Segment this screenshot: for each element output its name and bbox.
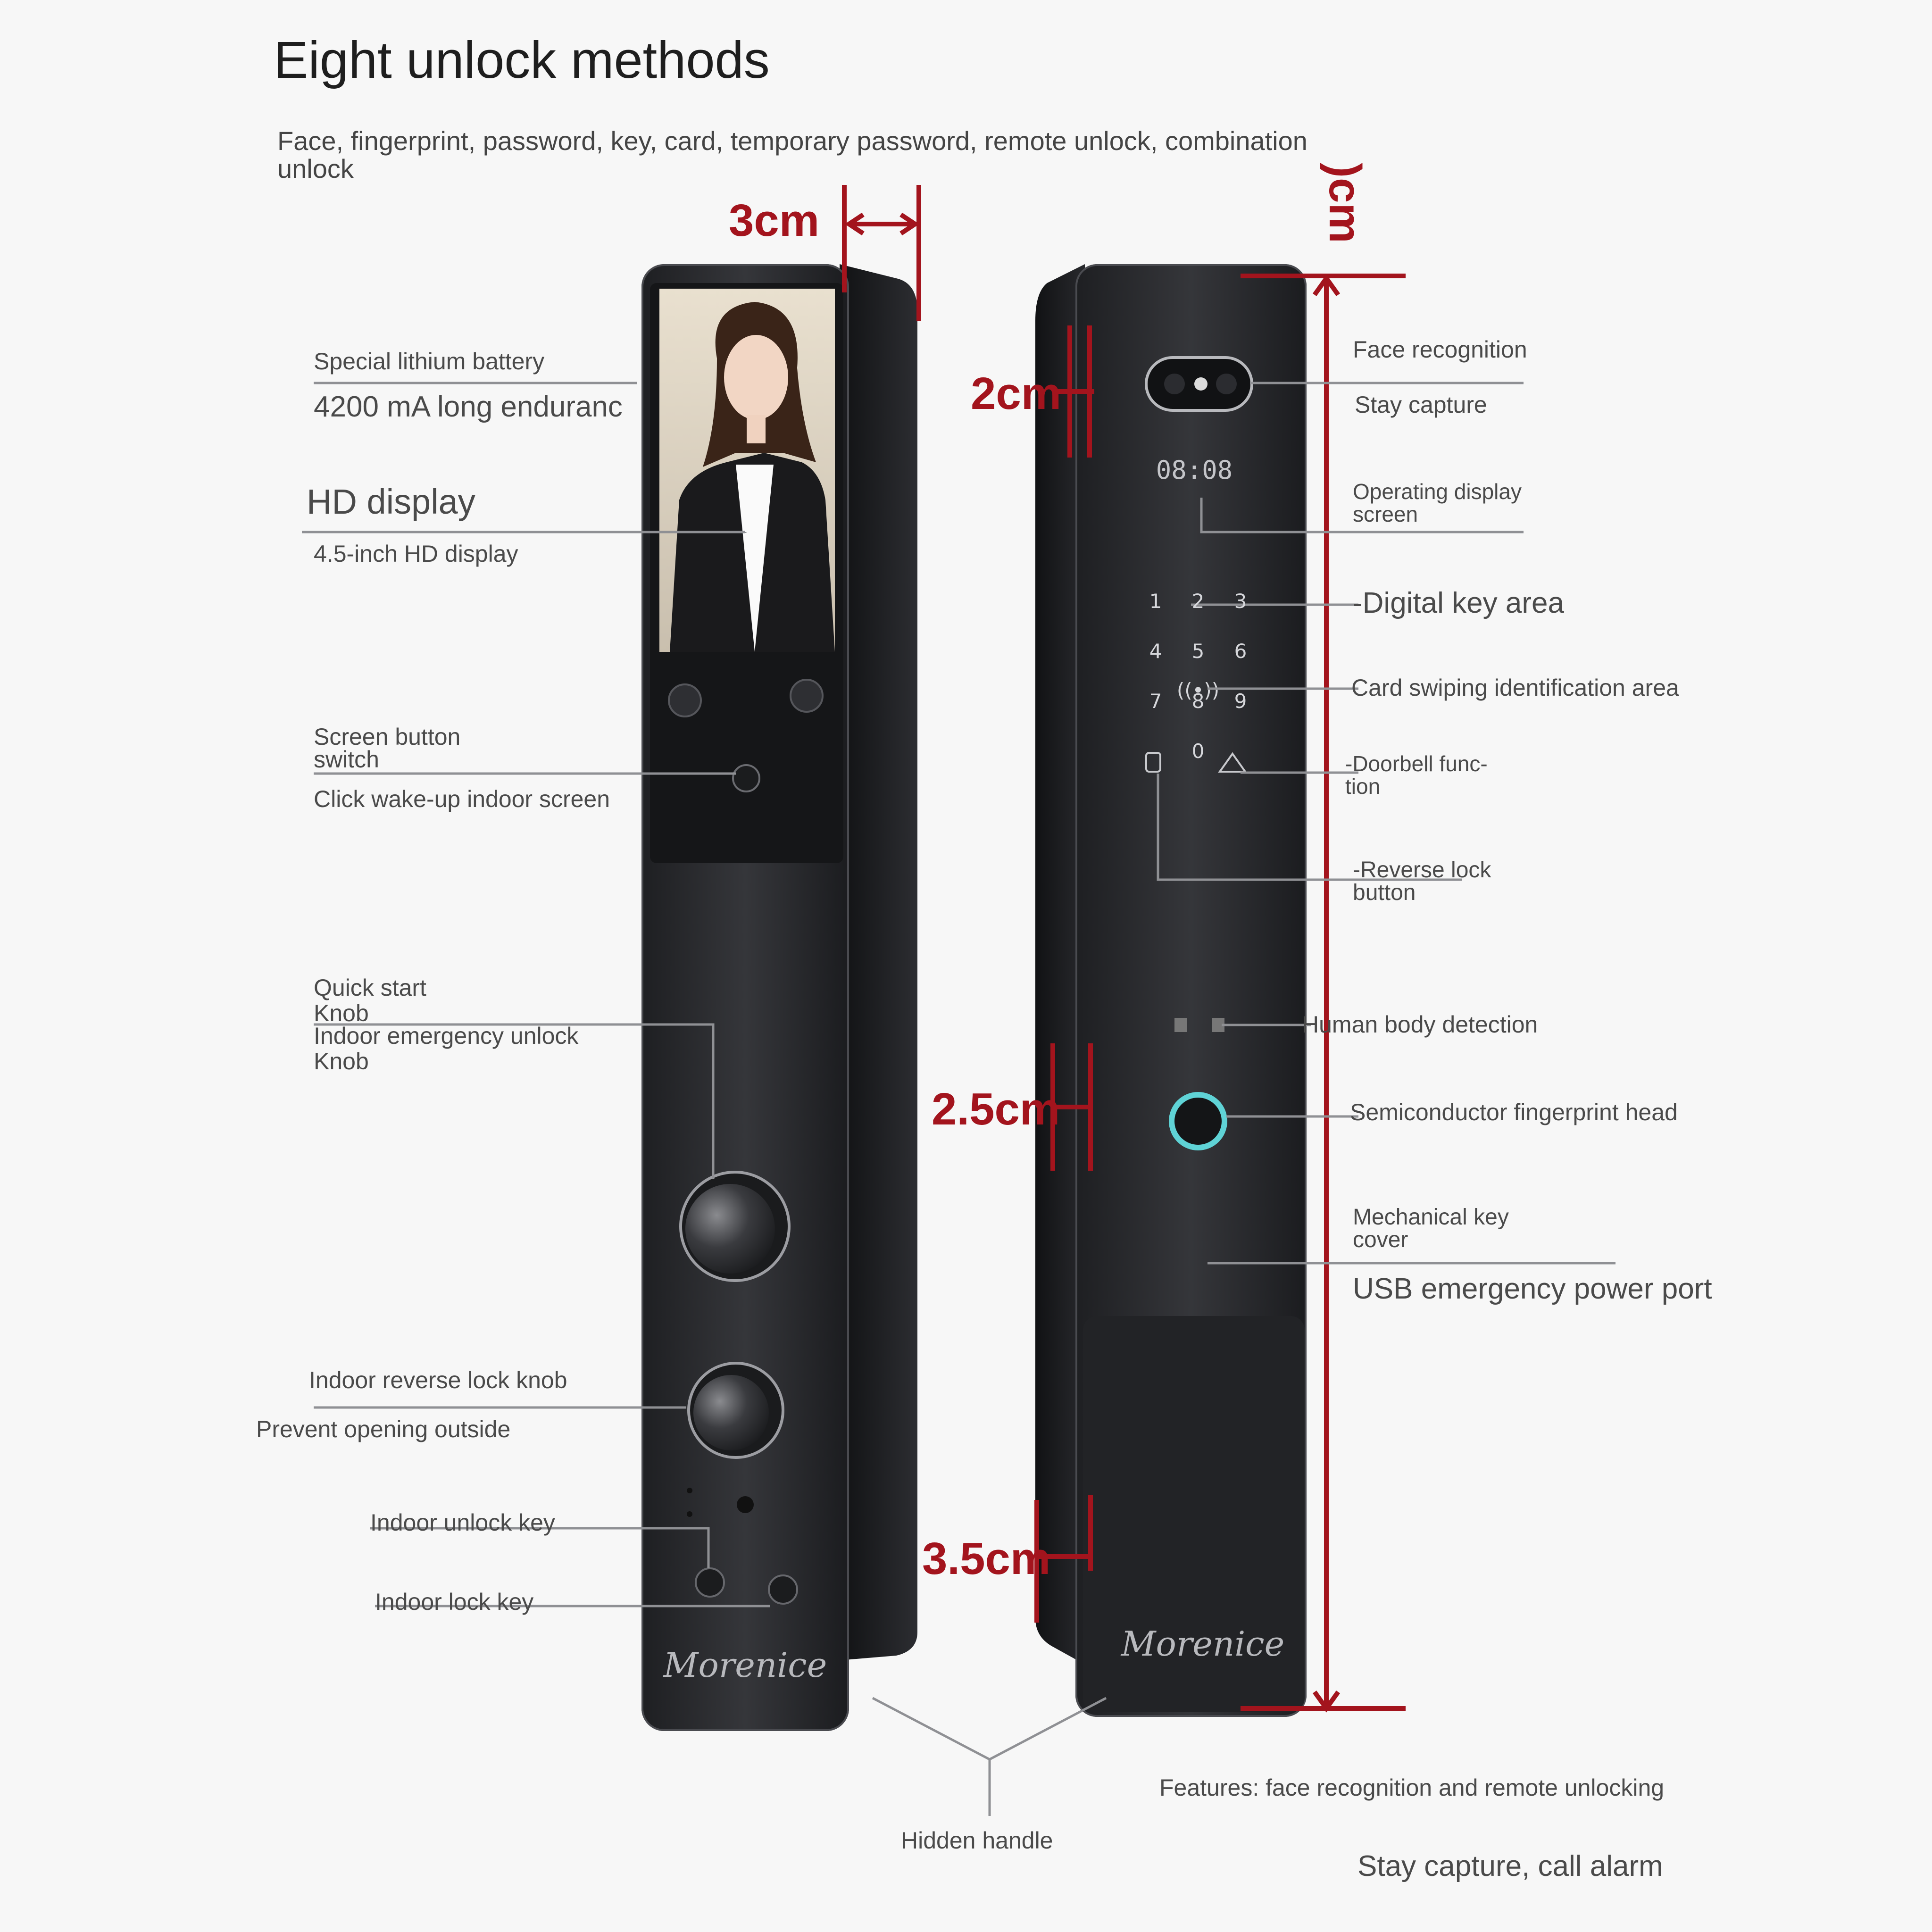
label-card-area: Card swiping identification area xyxy=(1351,675,1679,701)
label-digital-key-area: -Digital key area xyxy=(1353,587,1564,619)
label-display-title: HD display xyxy=(307,482,475,521)
label-mech-cover-1: Mechanical key xyxy=(1353,1205,1509,1230)
keypad-key: 4 xyxy=(1149,640,1162,663)
keypad-key xyxy=(1219,740,1262,763)
label-usb-port: USB emergency power port xyxy=(1353,1273,1712,1305)
label-features: Features: face recognition and remote un… xyxy=(1159,1774,1665,1801)
keypad-key: 9 xyxy=(1234,690,1247,713)
leader-lines xyxy=(302,382,1616,1816)
label-emergency-1: Indoor emergency unlock xyxy=(314,1023,579,1049)
label-unlock-key: Indoor unlock key xyxy=(370,1509,555,1536)
screen-portrait xyxy=(670,302,835,652)
keypad-key: 3 xyxy=(1234,590,1247,613)
label-quick-start-2: Knob xyxy=(314,1000,369,1026)
label-lock-key: Indoor lock key xyxy=(375,1589,534,1615)
brand-logo-right: Morenice xyxy=(1120,1624,1284,1664)
label-display-detail: 4.5-inch HD display xyxy=(314,541,518,567)
bell-icon xyxy=(1218,752,1247,773)
page-subtitle: Face, fingerprint, password, key, card, … xyxy=(277,126,1307,183)
lock-icon xyxy=(1145,752,1161,773)
keypad-key xyxy=(1134,740,1177,763)
label-face-recognition: Face recognition xyxy=(1353,336,1527,363)
keypad-key: 2 xyxy=(1191,590,1205,613)
label-human-detection: Human body detection xyxy=(1302,1011,1538,1038)
dim-camera-height: 2cm xyxy=(971,368,1062,419)
label-operating-1: Operating display xyxy=(1353,479,1522,504)
label-reverse-knob: Indoor reverse lock knob xyxy=(309,1367,567,1393)
dimension-markers xyxy=(842,185,1406,1713)
label-battery-detail: 4200 mA long enduranc xyxy=(314,391,623,423)
label-mech-cover-2: cover xyxy=(1353,1227,1408,1252)
label-screen-button-2: switch xyxy=(314,746,379,773)
label-stay-call-alarm: Stay capture, call alarm xyxy=(1357,1850,1663,1882)
keypad: 1 2 3 4 5 6 7 8 9 0 xyxy=(1134,590,1262,763)
label-battery-title: Special lithium battery xyxy=(314,348,545,375)
label-fingerprint-head: Semiconductor fingerprint head xyxy=(1350,1099,1678,1125)
keypad-key: 1 xyxy=(1149,590,1162,613)
fingerprint-sensor xyxy=(1169,1092,1227,1150)
label-reverse-lock-1: -Reverse lock xyxy=(1353,858,1491,883)
keypad-key: 8 xyxy=(1191,690,1205,713)
label-stay-capture: Stay capture xyxy=(1355,391,1487,418)
label-emergency-2: Knob xyxy=(314,1048,369,1074)
card-area-icon: ((•)) xyxy=(1177,679,1219,702)
dim-width-top: 3cm xyxy=(729,195,820,246)
keypad-key: 0 xyxy=(1191,740,1205,763)
brand-logo-left: Morenice xyxy=(663,1645,827,1685)
keypad-key: 7 xyxy=(1149,690,1162,713)
label-screen-button-1: Screen button xyxy=(314,724,461,750)
label-doorbell-2: tion xyxy=(1345,774,1381,799)
indoor-panel: Morenice xyxy=(641,264,917,1731)
keypad-key: 5 xyxy=(1191,640,1205,663)
outdoor-panel: 08:08 ((•)) Morenice xyxy=(1035,264,1307,1717)
label-quick-start-1: Quick start xyxy=(314,974,426,1001)
dim-height: )cm xyxy=(1319,163,1370,243)
operating-display-time: 08:08 xyxy=(1156,455,1233,485)
keypad-key: 6 xyxy=(1234,640,1247,663)
label-hidden-handle: Hidden handle xyxy=(901,1827,1053,1854)
label-screen-button-detail: Click wake-up indoor screen xyxy=(314,786,610,812)
label-doorbell-1: -Doorbell func- xyxy=(1345,751,1488,776)
page-title: Eight unlock methods xyxy=(274,31,770,89)
label-reverse-lock-2: button xyxy=(1353,880,1416,905)
label-prevent-outside: Prevent opening outside xyxy=(256,1416,511,1442)
label-operating-2: screen xyxy=(1353,502,1418,526)
dim-bottom-depth: 3.5cm xyxy=(922,1533,1051,1584)
dim-mid-depth: 2.5cm xyxy=(932,1084,1060,1134)
